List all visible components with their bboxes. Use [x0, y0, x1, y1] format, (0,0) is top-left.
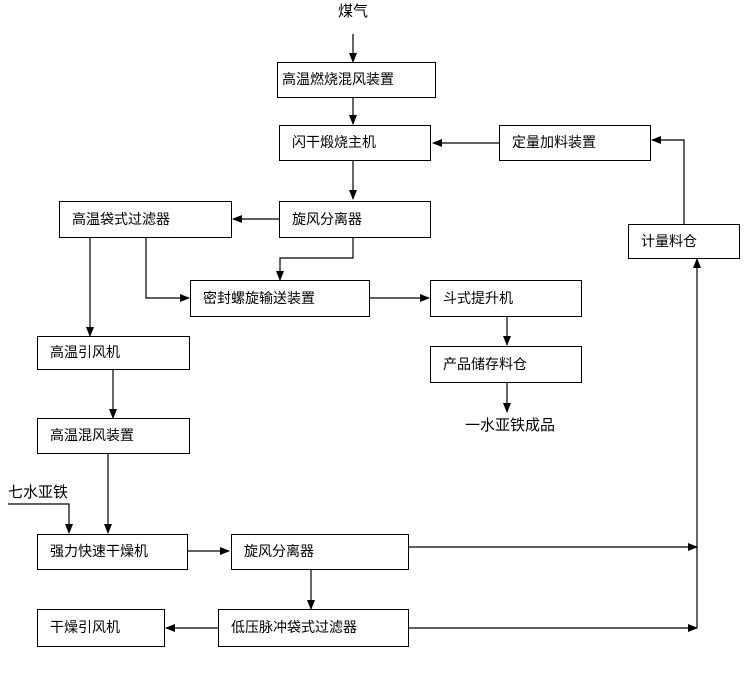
node-bucket-elevator: 斗式提升机: [430, 280, 582, 317]
arrow-bin-to-dosing: [651, 136, 685, 224]
arrow-bagfilter-to-screw: [145, 238, 190, 302]
node-cyclone-separator-1: 旋风分离器: [279, 201, 431, 238]
node-sealed-screw-conveyor: 密封螺旋输送装置: [190, 280, 370, 317]
input-ferrous-heptahydrate: 七水亚铁: [8, 483, 69, 501]
node-drying-induced-fan: 干燥引风机: [37, 609, 165, 647]
node-hot-bag-filter: 高温袋式过滤器: [59, 201, 232, 238]
node-hot-combustion-mixer: 高温燃烧混风装置: [277, 62, 436, 98]
node-metering-bin: 计量料仓: [628, 224, 740, 259]
arrow-cyclone-to-screw: [276, 238, 354, 281]
node-flash-calciner: 闪干煅烧主机: [279, 125, 431, 161]
arrow-feed-to-dryer: [8, 503, 73, 534]
node-pulse-bag-filter: 低压脉冲袋式过滤器: [218, 609, 409, 647]
input-coal-gas: 煤气: [338, 2, 369, 20]
node-cyclone-separator-2: 旋风分离器: [231, 534, 409, 570]
node-dosing-feeder: 定量加料装置: [499, 125, 651, 161]
node-hot-induced-fan: 高温引风机: [37, 336, 190, 370]
finished-product-label: 一水亚铁成品: [465, 416, 556, 434]
node-fast-dryer: 强力快速干燥机: [37, 534, 188, 570]
node-hot-air-mixer: 高温混风装置: [37, 418, 190, 454]
node-product-storage-bin: 产品储存料仓: [430, 346, 582, 383]
